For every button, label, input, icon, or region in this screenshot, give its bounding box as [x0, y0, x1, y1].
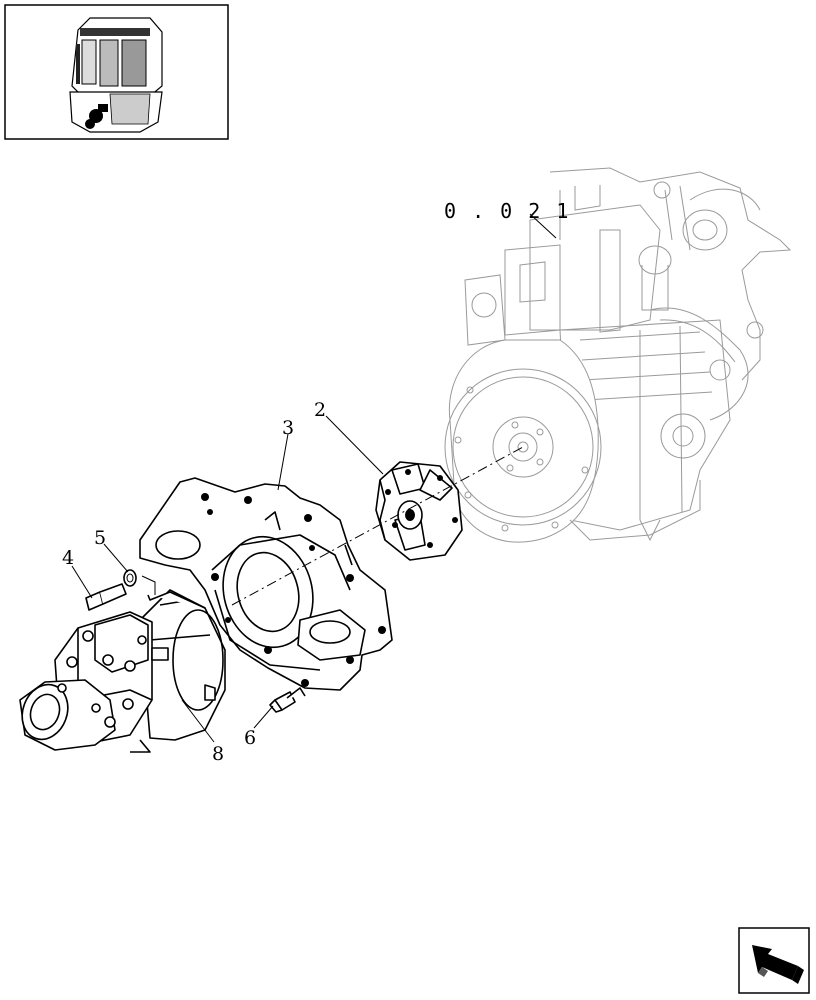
return-arrow-icon[interactable] [738, 927, 810, 994]
callout-4: 4 [62, 547, 74, 569]
engine-assembly [444, 167, 792, 543]
cap-screw [85, 583, 127, 611]
callout-5: 5 [94, 527, 106, 549]
adapter-housing [139, 477, 393, 691]
washer [123, 569, 137, 587]
mounting-bolt [269, 687, 306, 713]
machine-overview-thumbnail[interactable] [4, 4, 229, 140]
callout-2: 2 [314, 399, 326, 421]
callout-3: 3 [282, 417, 294, 439]
flexible-coupling [375, 461, 463, 561]
hydraulic-pump [19, 589, 226, 753]
reference-label: 0 . 0 2 1 [444, 199, 570, 223]
callout-6: 6 [244, 727, 256, 749]
callout-8: 8 [212, 743, 224, 765]
